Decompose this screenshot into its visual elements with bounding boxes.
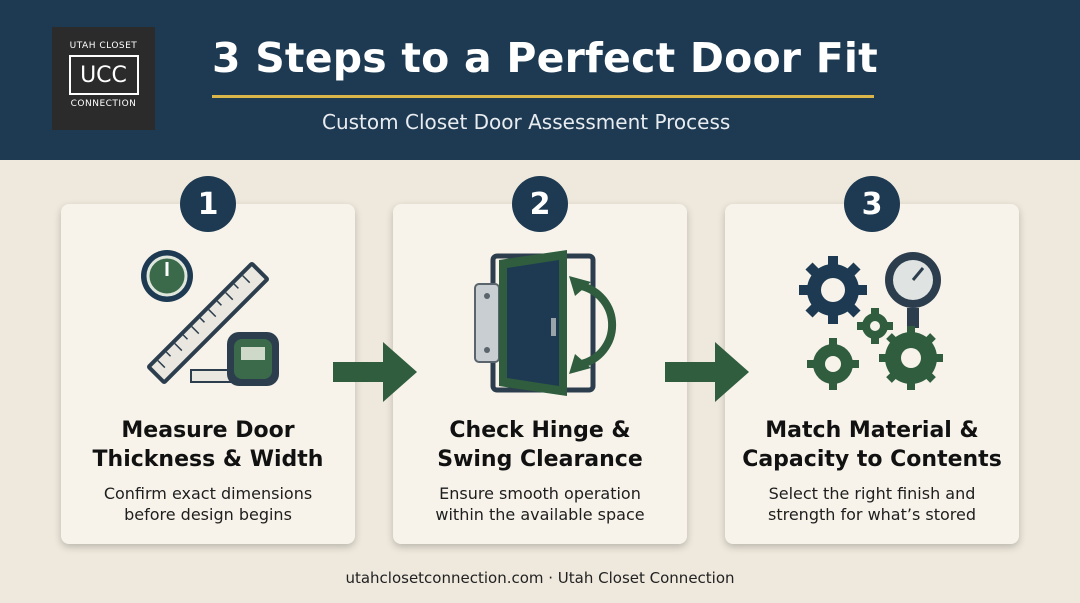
step-card-2: Check Hinge & Swing Clearance Ensure smo… — [393, 204, 687, 544]
step-1-description: Confirm exact dimensions before design b… — [61, 483, 355, 525]
step-2-heading-line-1: Check Hinge & — [449, 418, 631, 443]
step-3-description-line-2: strength for what’s stored — [768, 505, 976, 524]
step-1-description-line-1: Confirm exact dimensions — [103, 484, 313, 503]
step-card-3: Match Material & Capacity to Contents Se… — [725, 204, 1019, 544]
step-3-heading: Match Material & Capacity to Contents — [725, 416, 1019, 474]
step-2-description: Ensure smooth operation within the avail… — [393, 483, 687, 525]
page-subtitle: Custom Closet Door Assessment Process — [322, 110, 731, 134]
footer-text: utahclosetconnection.com · Utah Closet C… — [345, 569, 735, 587]
step-1-heading-line-2: Thickness & Width — [92, 447, 324, 472]
step-2-heading-line-2: Swing Clearance — [437, 447, 643, 472]
page-title: 3 Steps to a Perfect Door Fit — [212, 34, 878, 82]
ruler-tape-measure-icon — [141, 250, 279, 386]
step-3-description-line-1: Select the right finish and — [768, 484, 976, 503]
step-3-heading-line-2: Capacity to Contents — [742, 447, 1002, 472]
step-1-description-line-2: before design begins — [124, 505, 292, 524]
step-3-badge: 3 — [844, 176, 900, 232]
arrow-right-icon — [665, 342, 749, 402]
step-2-heading: Check Hinge & Swing Clearance — [393, 416, 687, 474]
step-1-badge: 1 — [180, 176, 236, 232]
door-hinge-swing-icon — [474, 250, 617, 396]
step-2-description-line-2: within the available space — [435, 505, 645, 524]
logo-mark: UCC — [68, 55, 139, 95]
step-1-heading: Measure Door Thickness & Width — [61, 416, 355, 474]
step-2-description-line-1: Ensure smooth operation — [439, 484, 641, 503]
step-3-description: Select the right finish and strength for… — [725, 483, 1019, 525]
title-underline — [212, 95, 874, 98]
logo-bottom-text: CONNECTION — [70, 99, 137, 109]
gears-gauge-icon — [799, 252, 943, 390]
arrow-right-icon — [333, 342, 417, 402]
step-2-badge: 2 — [512, 176, 568, 232]
step-card-1: Measure Door Thickness & Width Confirm e… — [61, 204, 355, 544]
company-logo: UTAH CLOSET UCC CONNECTION — [52, 27, 155, 130]
logo-top-text: UTAH CLOSET — [69, 41, 138, 51]
header-banner — [0, 0, 1080, 160]
step-1-heading-line-1: Measure Door — [121, 418, 295, 443]
step-3-heading-line-1: Match Material & — [765, 418, 979, 443]
